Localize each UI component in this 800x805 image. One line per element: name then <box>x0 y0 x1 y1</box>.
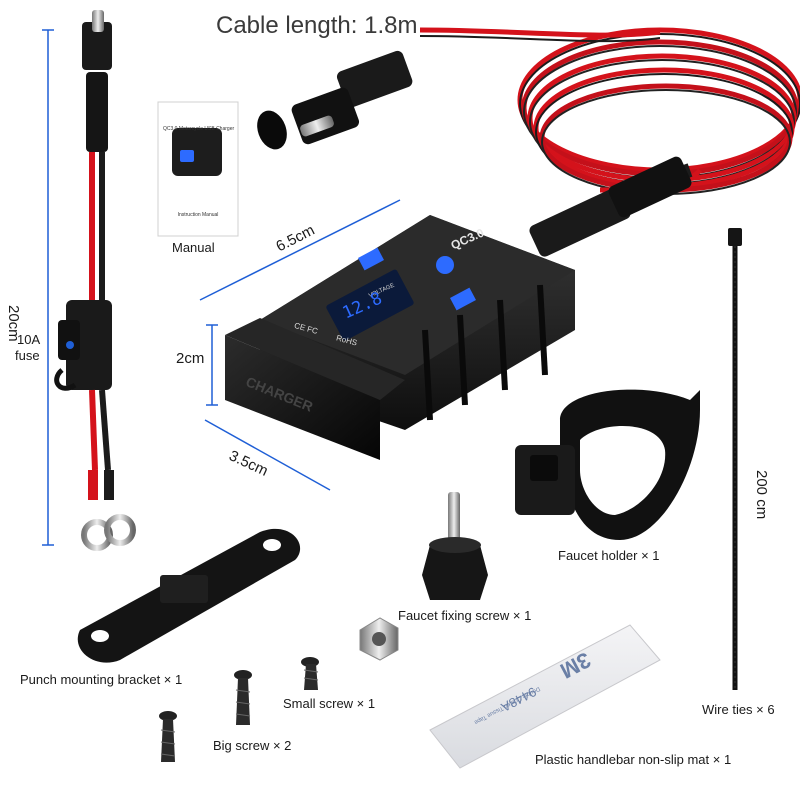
wire-tie <box>728 228 742 690</box>
faucet-holder <box>515 389 700 540</box>
punch-mounting-bracket <box>77 528 301 663</box>
small-screw <box>301 657 319 690</box>
mat-label: Plastic handlebar non-slip mat × 1 <box>535 752 732 767</box>
non-slip-mat <box>429 624 661 769</box>
manual-cover-line1: QC3.0 Motorcycle USB Charger <box>163 126 235 132</box>
small-screw-label: Small screw × 1 <box>283 696 376 711</box>
dimension-20cm <box>42 29 54 546</box>
device-cable <box>529 156 693 257</box>
faucet-screw-label: Faucet fixing screw × 1 <box>398 608 532 623</box>
fuse-cable <box>54 10 136 551</box>
big-screw-2 <box>159 711 177 762</box>
device-dimension-lines <box>199 199 401 491</box>
dimension-tie-label: 200 cm <box>753 470 770 520</box>
big-screw-label: Big screw × 2 <box>213 738 292 753</box>
charger-device <box>225 215 575 460</box>
hex-nut <box>359 617 399 661</box>
fuse-label-line2: fuse <box>15 348 40 363</box>
cable-length-title: Cable length: 1.8m <box>216 12 418 39</box>
faucet-holder-label: Faucet holder × 1 <box>558 548 660 563</box>
wire-ties-label: Wire ties × 6 <box>702 702 775 717</box>
sae-connector-top <box>257 50 413 150</box>
coiled-cable <box>419 27 800 195</box>
big-screw-1 <box>234 670 252 725</box>
fuse-label-line1: 10A <box>17 332 41 347</box>
punch-bracket-label: Punch mounting bracket × 1 <box>20 672 183 687</box>
manual-booklet <box>157 101 239 237</box>
dimension-height-label: 2cm <box>176 350 205 367</box>
manual-label: Manual <box>172 240 215 255</box>
faucet-fixing-screw <box>422 492 488 600</box>
manual-cover-line2: Instruction Manual <box>177 212 219 218</box>
